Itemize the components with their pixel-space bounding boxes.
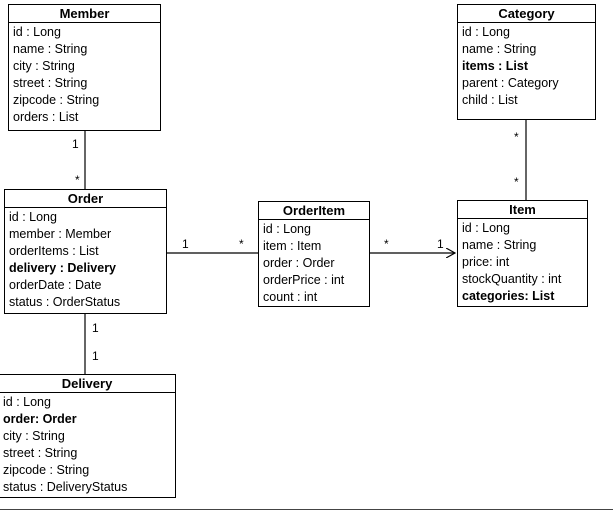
class-attribute: member : Member — [9, 227, 112, 241]
class-attribute: name : String — [462, 238, 537, 252]
class-attribute: count : int — [263, 290, 318, 304]
class-attribute: orderItems : List — [9, 244, 99, 258]
class-attribute: orders : List — [13, 110, 79, 124]
class-attribute: delivery : Delivery — [9, 261, 117, 275]
class-attribute: zipcode : String — [3, 463, 90, 477]
class-delivery: Delivery id : Long order: Order city : Str… — [0, 374, 176, 498]
class-attribute: categories: List — [462, 289, 555, 303]
class-delivery-name: Delivery — [0, 375, 175, 393]
class-category: Category id : Long name : String items : L… — [457, 4, 596, 120]
class-order-name: Order — [5, 190, 166, 208]
class-member-attributes: id : Long name : String city : String stree… — [9, 23, 160, 126]
class-item-name: Item — [458, 201, 587, 219]
class-attribute: street : String — [13, 76, 88, 90]
class-attribute: items : List — [462, 59, 528, 73]
class-attribute: status : DeliveryStatus — [3, 480, 128, 494]
mult-orderitem-item-to: 1 — [437, 237, 444, 251]
class-attribute: name : String — [13, 42, 88, 56]
class-attribute: order : Order — [263, 256, 335, 270]
bottom-divider — [0, 509, 613, 510]
class-attribute: order: Order — [3, 412, 77, 426]
class-attribute: id : Long — [462, 221, 510, 235]
class-attribute: orderDate : Date — [9, 278, 102, 292]
mult-order-delivery-to: 1 — [92, 349, 99, 363]
class-attribute: id : Long — [13, 25, 61, 39]
class-item-attributes: id : Long name : String price: int stockQua… — [458, 219, 587, 305]
class-attribute: price: int — [462, 255, 510, 269]
mult-order-orderitem-from: 1 — [182, 237, 189, 251]
class-category-attributes: id : Long name : String items : List parent… — [458, 23, 595, 109]
class-order-attributes: id : Long member : Member orderItems : Lis… — [5, 208, 166, 311]
mult-category-item-to: * — [514, 175, 519, 189]
mult-order-orderitem-to: * — [239, 237, 244, 251]
class-orderitem: OrderItem id : Long item : Item order : Or… — [258, 201, 370, 307]
class-category-name: Category — [458, 5, 595, 23]
class-attribute: city : String — [3, 429, 65, 443]
class-attribute: zipcode : String — [13, 93, 100, 107]
class-member: Member id : Long name : String city : Stri… — [8, 4, 161, 131]
class-orderitem-name: OrderItem — [259, 202, 369, 220]
mult-orderitem-item-from: * — [384, 237, 389, 251]
class-attribute: id : Long — [9, 210, 57, 224]
class-attribute: child : List — [462, 93, 518, 107]
class-member-name: Member — [9, 5, 160, 23]
class-attribute: id : Long — [3, 395, 51, 409]
class-attribute: id : Long — [462, 25, 510, 39]
class-order: Order id : Long member : Member orderItems… — [4, 189, 167, 314]
class-item: Item id : Long name : String price: int sto… — [457, 200, 588, 307]
class-orderitem-attributes: id : Long item : Item order : Order orderPr… — [259, 220, 369, 306]
mult-member-order-to: * — [75, 173, 80, 187]
class-attribute: name : String — [462, 42, 537, 56]
class-attribute: id : Long — [263, 222, 311, 236]
class-attribute: orderPrice : int — [263, 273, 345, 287]
mult-category-item-from: * — [514, 130, 519, 144]
class-attribute: status : OrderStatus — [9, 295, 121, 309]
mult-member-order-from: 1 — [72, 137, 79, 151]
class-attribute: city : String — [13, 59, 75, 73]
mult-order-delivery-from: 1 — [92, 321, 99, 335]
class-delivery-attributes: id : Long order: Order city : String street… — [0, 393, 175, 496]
class-attribute: street : String — [3, 446, 78, 460]
class-attribute: parent : Category — [462, 76, 559, 90]
class-attribute: stockQuantity : int — [462, 272, 562, 286]
class-attribute: item : Item — [263, 239, 322, 253]
